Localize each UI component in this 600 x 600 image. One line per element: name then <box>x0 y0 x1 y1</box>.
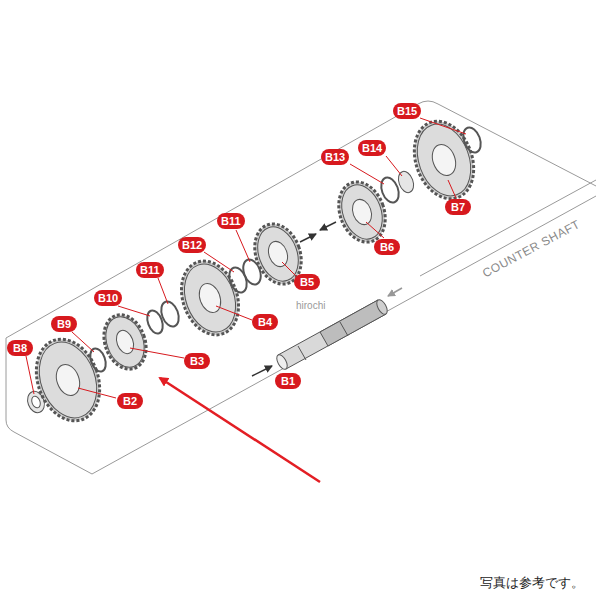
gear-set <box>25 113 484 430</box>
callout-number: B11 <box>136 262 164 278</box>
callout-number: B14 <box>358 140 386 156</box>
direction-arrow <box>388 288 402 296</box>
callout-number: B6 <box>374 239 400 255</box>
watermark: hirochi <box>296 300 325 311</box>
callout-number: B7 <box>445 199 471 215</box>
panel-outline <box>6 101 596 474</box>
pointer-arrow <box>160 378 320 482</box>
note-text: 写真は参考です。 <box>480 574 584 592</box>
direction-arrow <box>320 222 336 230</box>
callout-number: B3 <box>184 353 210 369</box>
callout-number: B9 <box>51 316 77 332</box>
callout-number: B12 <box>178 237 206 253</box>
direction-arrow <box>300 234 316 242</box>
callout-number: B1 <box>275 373 301 389</box>
leader-lines <box>26 118 466 398</box>
callout-number: B8 <box>7 340 33 356</box>
callout-number: B11 <box>217 213 245 229</box>
direction-arrow <box>252 366 272 376</box>
callout-number: B10 <box>94 290 122 306</box>
callout-number: B2 <box>117 393 143 409</box>
callout-number: B13 <box>321 149 349 165</box>
shaft-name: COUNTER SHAFT <box>480 217 582 280</box>
callout-number: B4 <box>252 314 278 330</box>
callout-number: B15 <box>393 103 421 119</box>
callout-number: B5 <box>294 274 320 290</box>
counter-shaft <box>275 298 390 371</box>
